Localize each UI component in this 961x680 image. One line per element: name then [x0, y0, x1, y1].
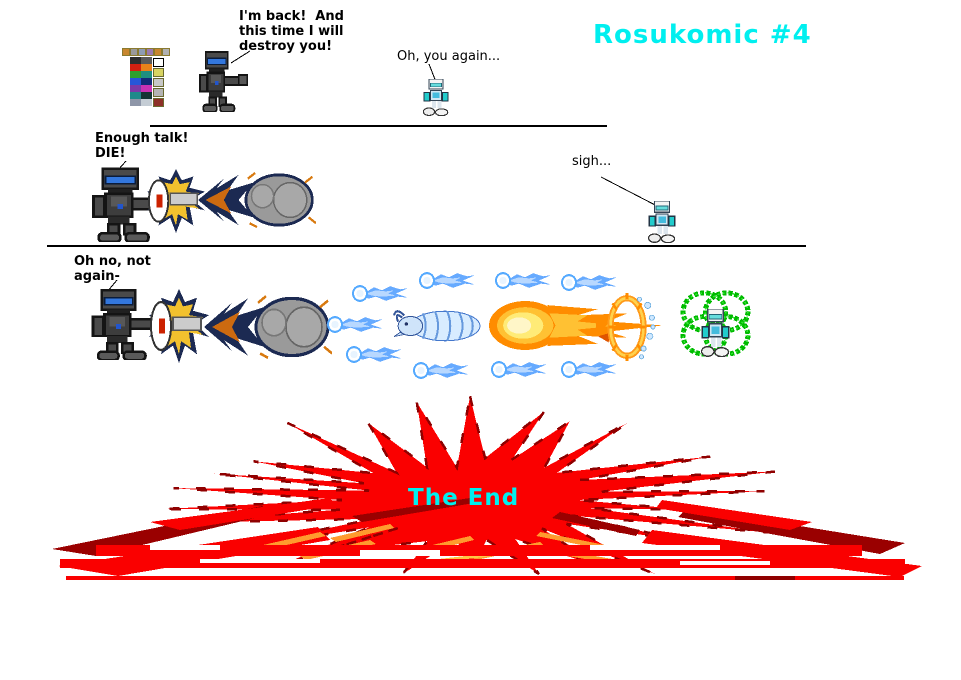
palette-swatch — [130, 99, 141, 106]
ice-comet-projectile-sprite — [495, 272, 551, 289]
ice-beast-projectile-sprite — [392, 310, 481, 342]
palette-swatch — [153, 88, 164, 97]
palette-swatch — [130, 71, 141, 78]
palette-swatch — [141, 64, 152, 71]
speech-ice-robot-panel1: Oh, you again... — [397, 49, 501, 64]
muzzle-flash-sprite — [147, 169, 205, 233]
speech-ice-robot-panel2: sigh... — [572, 154, 612, 169]
palette-swatch — [162, 48, 170, 56]
speech-dark-robot-panel2: Enough talk! DIE! — [95, 131, 189, 161]
speech-dark-robot-panel3: Oh no, not again- — [74, 254, 151, 284]
the-end-caption: The End — [408, 485, 520, 511]
explosion-bottom-bands — [60, 545, 905, 580]
palette-swatch — [141, 78, 152, 85]
palette-swatch — [153, 98, 164, 107]
ice-comet-projectile-sprite — [413, 362, 469, 379]
palette-swatch — [154, 48, 162, 56]
ice-comet-projectile-sprite — [561, 361, 617, 378]
meteor-projectile-sprite — [204, 294, 332, 360]
palette-swatch — [141, 92, 152, 99]
meteor-projectile-sprite — [198, 171, 316, 229]
palette-swatch — [138, 48, 146, 56]
speech-leader-lines — [106, 50, 660, 293]
palette-swatch — [153, 58, 164, 67]
ice-robot-sprite — [422, 79, 449, 116]
panel-dividers — [47, 125, 806, 247]
palette-swatch — [130, 92, 141, 99]
ice-comet-projectile-sprite — [327, 316, 383, 333]
palette-swatch — [122, 48, 130, 56]
palette-swatch — [130, 48, 138, 56]
ice-robot-sprite — [647, 201, 676, 243]
palette-swatch — [153, 78, 164, 87]
muzzle-flash-sprite — [149, 289, 209, 363]
giant-red-explosion-sprite — [52, 396, 922, 580]
palette-swatch — [130, 85, 141, 92]
palette-swatch — [153, 68, 164, 77]
dark-robot-sprite — [198, 51, 248, 112]
ice-comet-projectile-sprite — [491, 361, 547, 378]
ice-comet-projectile-sprite — [419, 272, 475, 289]
comic-title: Rosukomic #4 — [593, 20, 812, 50]
sprite-color-palette — [122, 48, 174, 108]
speech-dark-robot-panel1: I'm back! And this time I will destroy y… — [239, 9, 344, 54]
palette-swatch — [130, 57, 141, 64]
ice-comet-projectile-sprite — [346, 346, 402, 363]
palette-swatch — [141, 57, 152, 64]
palette-swatch — [130, 64, 141, 71]
palette-swatch — [141, 99, 152, 106]
palette-swatch — [141, 85, 152, 92]
ice-comet-projectile-sprite — [352, 285, 408, 302]
ice-comet-projectile-sprite — [561, 274, 617, 291]
palette-swatch — [141, 71, 152, 78]
palette-swatch — [146, 48, 154, 56]
palette-swatch — [130, 78, 141, 85]
